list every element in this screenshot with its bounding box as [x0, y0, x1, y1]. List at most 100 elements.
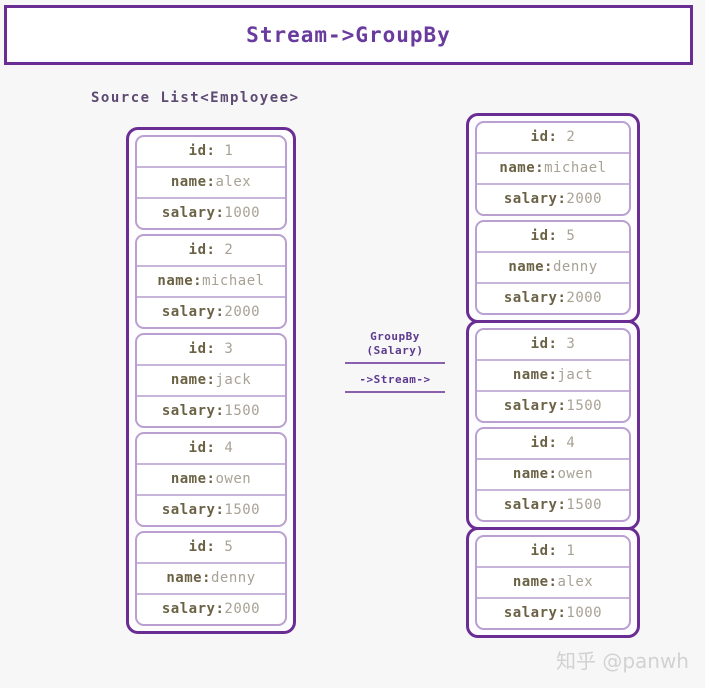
field-label: salary:: [161, 403, 225, 419]
field-label: salary:: [503, 191, 567, 207]
field-value: 3: [224, 341, 234, 357]
field-label: name:: [512, 466, 558, 482]
field-label: salary:: [503, 605, 567, 621]
employee-id-row: id: 4: [137, 434, 285, 465]
field-value: michael: [544, 160, 607, 176]
field-value: jact: [557, 367, 594, 383]
field-value: 1500: [566, 398, 603, 414]
employee-name-row: name:denny: [477, 253, 629, 284]
field-value: 2000: [566, 191, 603, 207]
field-label: name:: [170, 471, 216, 487]
field-value: denny: [211, 570, 256, 586]
employee-salary-row: salary:2000: [137, 298, 285, 327]
field-value: owen: [557, 466, 594, 482]
employee-salary-row: salary:1500: [477, 491, 629, 520]
employee-name-row: name:michael: [137, 267, 285, 298]
employee-id-row: id: 4: [477, 429, 629, 460]
employee-salary-row: salary:1000: [477, 599, 629, 628]
field-value: 5: [224, 539, 234, 555]
employee-id-row: id: 3: [137, 335, 285, 366]
field-label: name:: [170, 174, 216, 190]
employee-name-row: name:jact: [477, 361, 629, 392]
field-value: 4: [566, 435, 576, 451]
groupby-operator-line1: GroupBy: [370, 330, 420, 343]
groupby-operator-line2: (Salary): [366, 344, 424, 357]
watermark: 知乎 @panwh: [555, 649, 689, 673]
field-label: id:: [188, 143, 225, 159]
field-value: 3: [566, 336, 576, 352]
employee-name-row: name:owen: [477, 460, 629, 491]
employee-salary-row: salary:1500: [137, 496, 285, 525]
employee-name-row: name:alex: [137, 168, 285, 199]
field-value: 1000: [224, 205, 261, 221]
field-value: 4: [224, 440, 234, 456]
employee-salary-row: salary:1500: [137, 397, 285, 426]
field-value: 2000: [224, 601, 261, 617]
field-label: id:: [188, 440, 225, 456]
employee-salary-row: salary:2000: [477, 284, 629, 313]
field-value: owen: [215, 471, 252, 487]
field-value: 1500: [566, 497, 603, 513]
field-label: name:: [170, 372, 216, 388]
field-label: name:: [508, 259, 553, 275]
employee-id-row: id: 3: [477, 330, 629, 361]
field-label: name:: [499, 160, 545, 176]
field-value: 2000: [566, 290, 603, 306]
field-label: id:: [530, 228, 567, 244]
title-bar: Stream->GroupBy: [4, 5, 693, 65]
field-label: id:: [530, 543, 567, 559]
field-label: name:: [166, 570, 211, 586]
field-label: salary:: [161, 205, 225, 221]
employee-name-row: name:michael: [477, 154, 629, 185]
field-label: salary:: [503, 497, 567, 513]
field-value: 1500: [224, 502, 261, 518]
field-label: id:: [530, 435, 567, 451]
field-label: id:: [530, 336, 567, 352]
employee-name-row: name:owen: [137, 465, 285, 496]
employee-id-row: id: 5: [477, 222, 629, 253]
field-label: salary:: [161, 502, 225, 518]
employee-salary-row: salary:1500: [477, 392, 629, 421]
field-value: 1000: [566, 605, 603, 621]
field-label: salary:: [161, 304, 225, 320]
employee-salary-row: salary:1000: [137, 199, 285, 228]
field-label: name:: [157, 273, 203, 289]
page-title: Stream->GroupBy: [246, 23, 451, 47]
employee-id-row: id: 1: [477, 537, 629, 568]
field-value: 1500: [224, 403, 261, 419]
stream-operator-label: ->Stream->: [345, 373, 445, 393]
field-label: id:: [530, 129, 567, 145]
field-value: alex: [557, 574, 594, 590]
field-value: 5: [566, 228, 576, 244]
field-value: 2: [566, 129, 576, 145]
employee-id-row: id: 1: [137, 137, 285, 168]
employee-name-row: name:alex: [477, 568, 629, 599]
field-label: name:: [512, 367, 558, 383]
field-label: name:: [512, 574, 558, 590]
field-label: id:: [188, 341, 225, 357]
employee-salary-row: salary:2000: [137, 595, 285, 624]
field-value: 1: [224, 143, 234, 159]
field-label: id:: [188, 539, 225, 555]
field-value: michael: [202, 273, 265, 289]
source-list-label: Source List<Employee>: [91, 90, 300, 106]
field-label: salary:: [161, 601, 225, 617]
employee-name-row: name:denny: [137, 564, 285, 595]
field-label: salary:: [503, 290, 567, 306]
field-value: denny: [553, 259, 598, 275]
employee-salary-row: salary:2000: [477, 185, 629, 214]
